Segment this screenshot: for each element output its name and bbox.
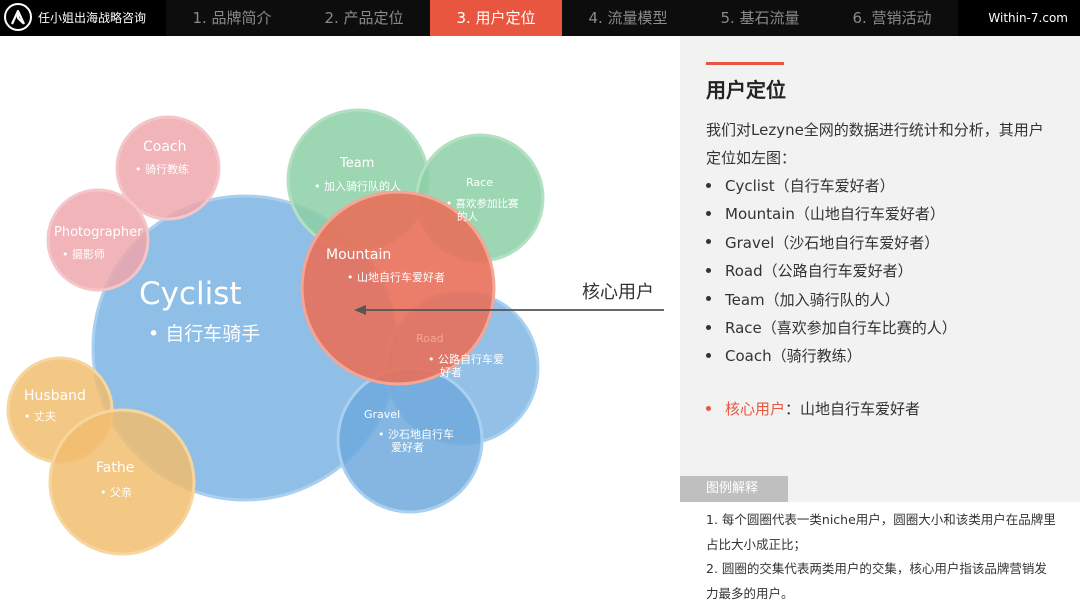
legend-line-2: 2. 圆圈的交集代表两类用户的交集，核心用户指该品牌营销发力最多的用户。 <box>706 561 1047 601</box>
father-label: Fathe <box>96 460 134 476</box>
coach-sub: • 骑行教练 <box>135 162 189 176</box>
tab-base-traffic[interactable]: 5. 基石流量 <box>694 0 826 36</box>
bullet-icon <box>706 239 711 245</box>
photographer-label: Photographer <box>54 225 143 240</box>
road-sub-line2: 好者 <box>440 365 462 379</box>
top-nav-bar: 任小姐出海战略咨询 1. 品牌简介 2. 产品定位 3. 用户定位 4. 流量模… <box>0 0 1080 36</box>
bullet-icon <box>706 324 711 330</box>
brand-name: 任小姐出海战略咨询 <box>38 10 147 25</box>
gravel-sub-line2: 爱好者 <box>391 440 424 454</box>
page-title: 用户定位 <box>706 78 786 102</box>
mountain-sub: • 山地自行车爱好者 <box>347 270 445 284</box>
core-user-value: ：山地自行车爱好者 <box>785 400 921 418</box>
race-sub-line2: 的人 <box>457 210 478 223</box>
core-user-label: 核心用户 <box>582 282 654 303</box>
list-item: Mountain（山地自行车爱好者） <box>706 200 957 228</box>
list-item: Race（喜欢参加自行车比赛的人） <box>706 314 957 342</box>
tab-product-positioning[interactable]: 2. 产品定位 <box>298 0 430 36</box>
bullet-icon <box>706 267 711 273</box>
tab-traffic-model[interactable]: 4. 流量模型 <box>562 0 694 36</box>
cyclist-label: Cyclist <box>139 276 242 312</box>
bullet-icon <box>706 296 711 302</box>
list-item: Cyclist（自行车爱好者） <box>706 172 957 200</box>
circle-coach <box>115 115 221 221</box>
race-label: Race <box>466 176 493 189</box>
husband-sub: • 丈夫 <box>24 410 56 423</box>
tab-brand-intro[interactable]: 1. 品牌简介 <box>166 0 298 36</box>
legend-line-1: 1. 每个圆圈代表一类niche用户，圆圈大小和该类用户在品牌里占比大小成正比； <box>706 512 1056 552</box>
mountain-label: Mountain <box>326 247 391 263</box>
circle-mountain <box>300 190 496 386</box>
coach-label: Coach <box>143 139 187 155</box>
race-sub: • 喜欢参加比赛 <box>446 197 519 210</box>
husband-label: Husband <box>24 388 86 404</box>
list-item: Team（加入骑行队的人） <box>706 286 957 314</box>
section-tabs: 1. 品牌简介 2. 产品定位 3. 用户定位 4. 流量模型 5. 基石流量 … <box>166 0 958 36</box>
photographer-sub: • 摄影师 <box>62 247 105 261</box>
bullet-icon <box>706 210 711 216</box>
team-label: Team <box>339 156 374 171</box>
tab-user-positioning[interactable]: 3. 用户定位 <box>430 0 562 36</box>
title-accent-bar <box>706 62 784 65</box>
site-url[interactable]: Within-7.com <box>988 11 1068 25</box>
user-venn-diagram: Coach • 骑行教练 Photographer • 摄影师 Cyclist … <box>0 36 680 608</box>
description-panel: 用户定位 我们对Lezyne全网的数据进行统计和分析，其用户定位如左图： Cyc… <box>680 36 1080 608</box>
father-sub: • 父亲 <box>100 485 132 499</box>
circle-father <box>48 408 196 556</box>
core-user-key: 核心用户 <box>725 400 786 418</box>
circle-photographer <box>46 188 150 292</box>
legend-text: 1. 每个圆圈代表一类niche用户，圆圈大小和该类用户在品牌里占比大小成正比；… <box>706 508 1056 606</box>
road-label: Road <box>416 332 444 345</box>
team-sub: • 加入骑行队的人 <box>314 179 401 193</box>
brand-logo-icon <box>4 3 32 31</box>
list-item: Gravel（沙石地自行车爱好者） <box>706 229 957 257</box>
brand[interactable]: 任小姐出海战略咨询 <box>4 3 146 31</box>
legend-title: 图例解释 <box>680 476 788 502</box>
gravel-sub: • 沙石地自行车 <box>378 427 454 441</box>
intro-text: 我们对Lezyne全网的数据进行统计和分析，其用户定位如左图： <box>706 121 1044 167</box>
cyclist-sub: • 自行车骑手 <box>148 323 260 345</box>
road-sub: • 公路自行车爱 <box>428 352 504 366</box>
list-item: Coach（骑行教练） <box>706 342 957 370</box>
bullet-icon <box>706 182 711 188</box>
bullet-icon <box>706 405 711 411</box>
gravel-label: Gravel <box>364 408 400 421</box>
user-segment-list: Cyclist（自行车爱好者） Mountain（山地自行车爱好者） Grave… <box>706 172 957 371</box>
tab-marketing[interactable]: 6. 营销活动 <box>826 0 958 36</box>
bullet-icon <box>706 352 711 358</box>
arrowhead-icon <box>354 305 366 315</box>
core-user-note: 核心用户：山地自行车爱好者 <box>706 398 920 419</box>
list-item: Road（公路自行车爱好者） <box>706 257 957 285</box>
legend-box: 1. 每个圆圈代表一类niche用户，圆圈大小和该类用户在品牌里占比大小成正比；… <box>680 502 1080 608</box>
